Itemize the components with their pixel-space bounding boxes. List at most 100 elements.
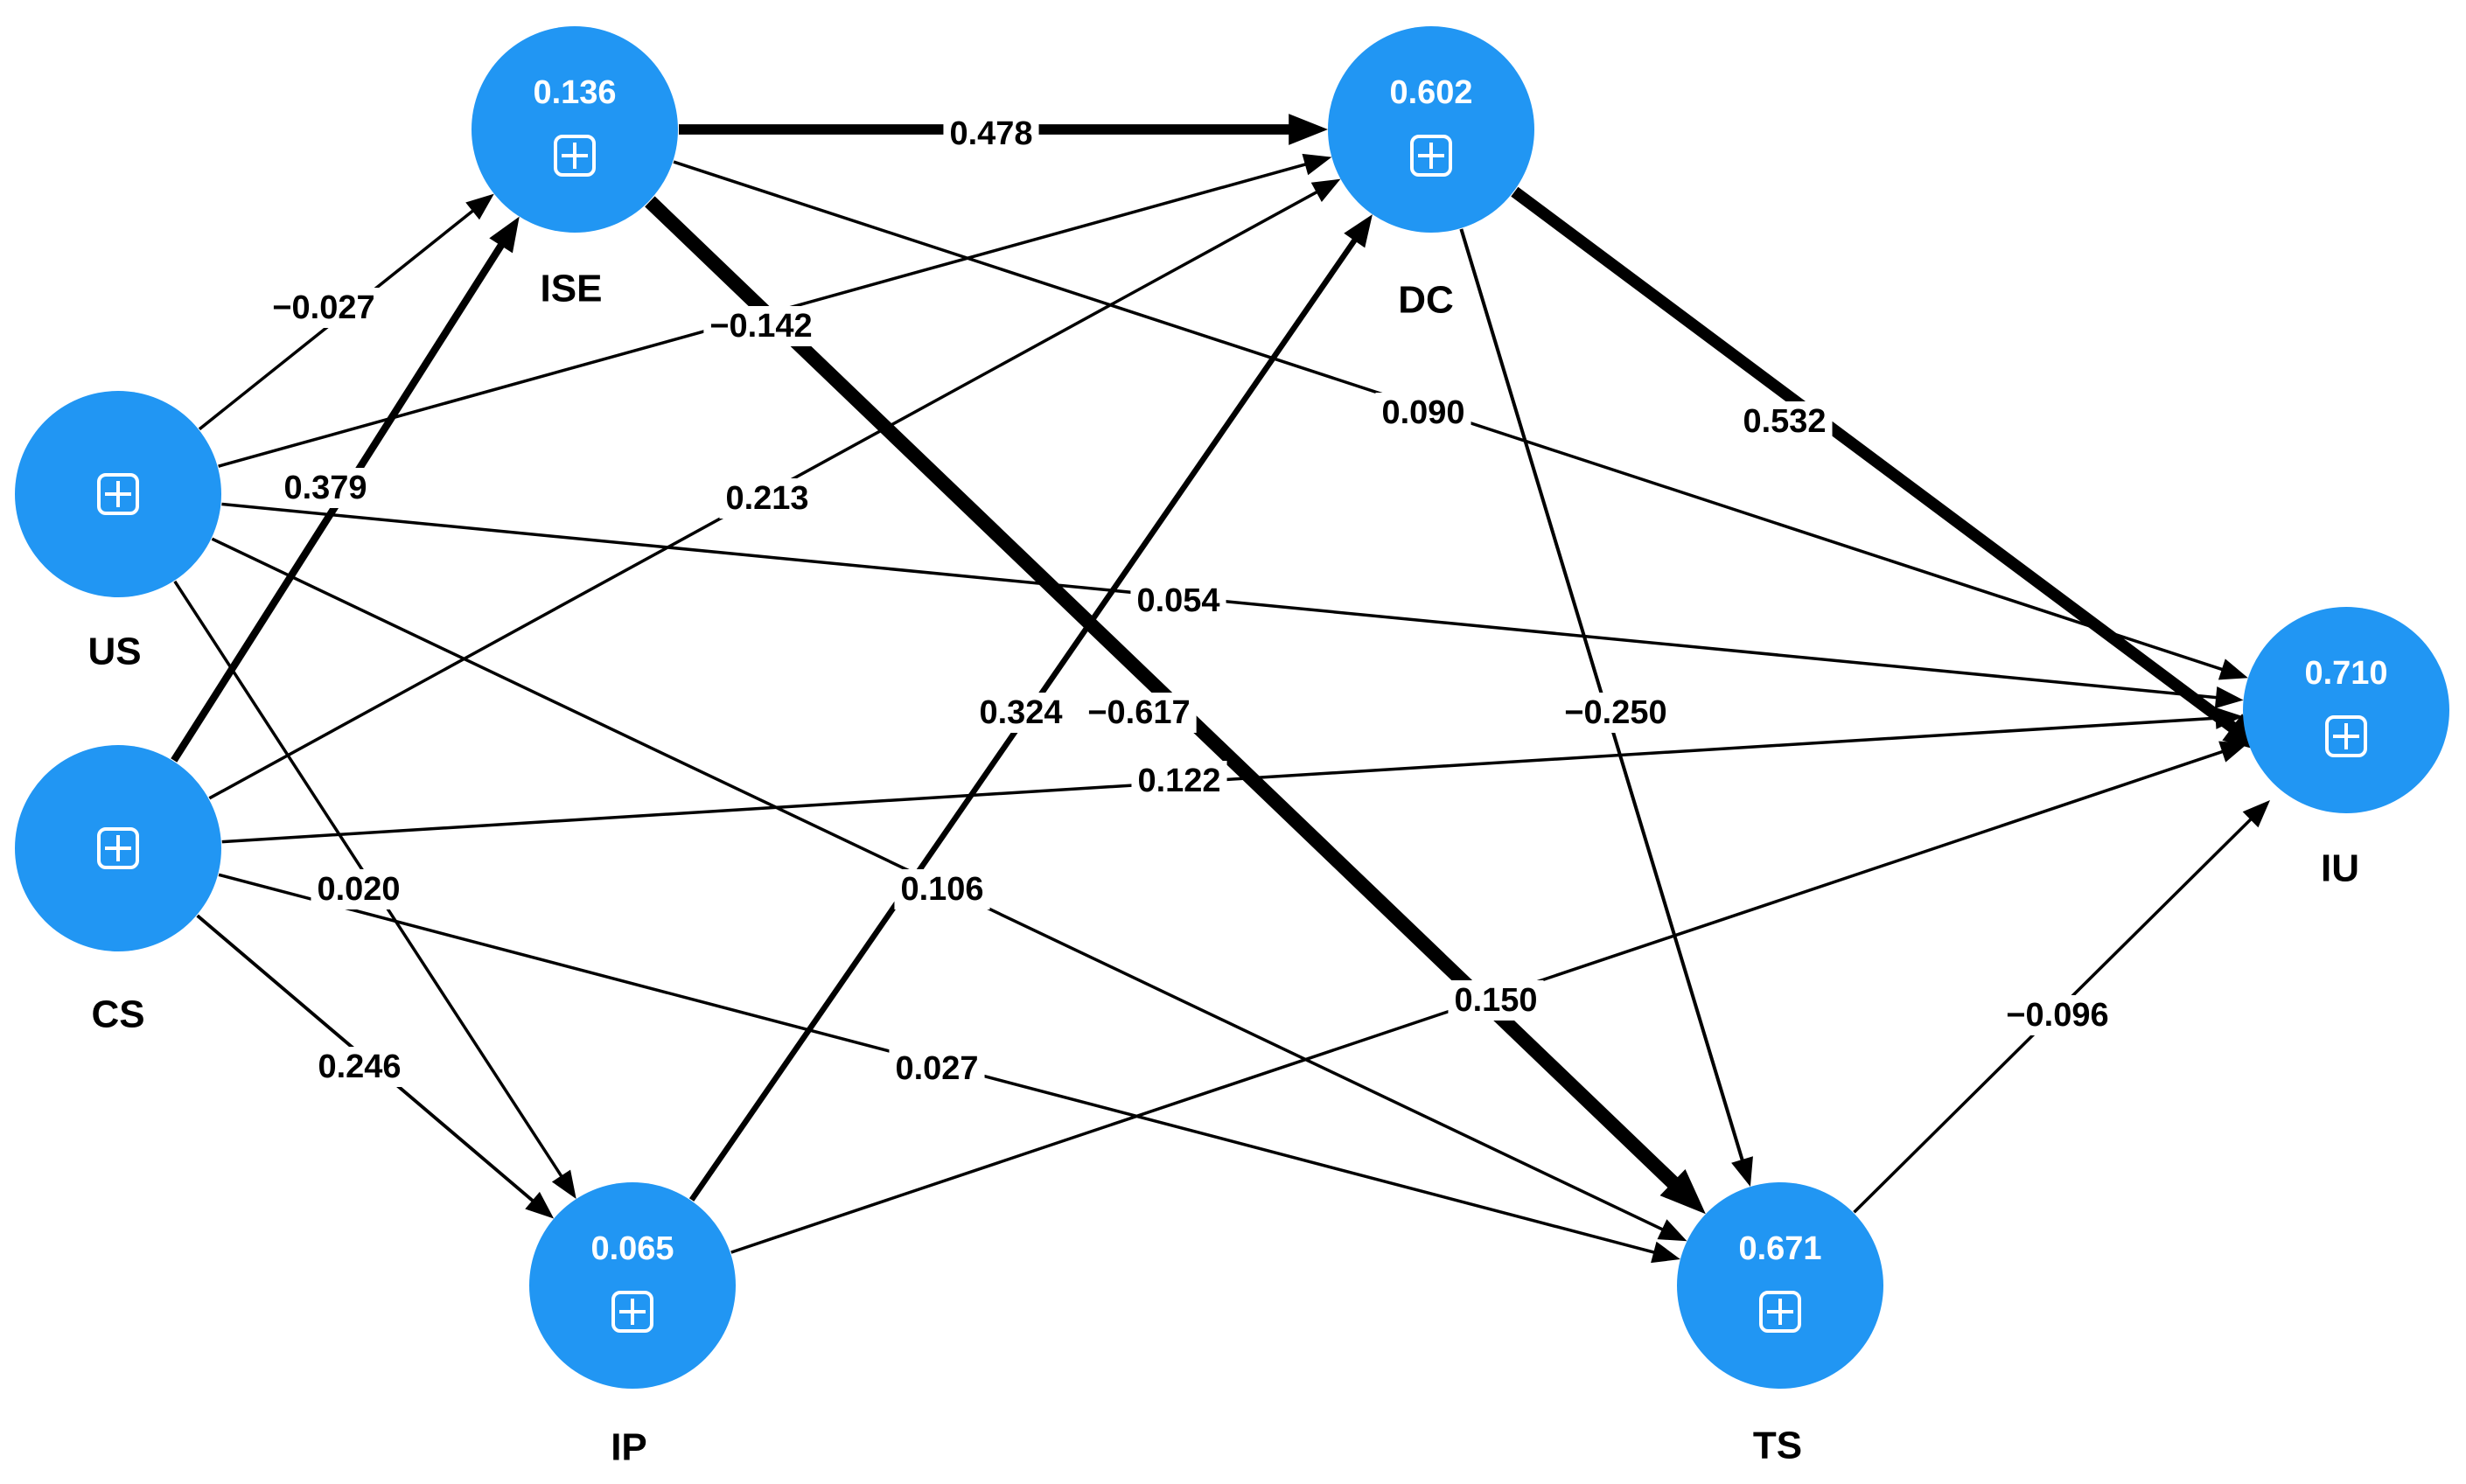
plus-box-icon: [1759, 1291, 1801, 1333]
coefficient-label-US-IU: 0.054: [1136, 582, 1219, 619]
r-squared-value-IU: 0.710: [2304, 655, 2387, 692]
latent-variable-US[interactable]: US: [15, 391, 221, 673]
node-circle-IU[interactable]: [2243, 607, 2449, 813]
coefficient-CS-to-IP: 0.246: [311, 1047, 408, 1087]
arrow-head-CS-TS: [1651, 1241, 1680, 1264]
node-circle-TS[interactable]: [1677, 1182, 1883, 1389]
expand-indicators-icon[interactable]: [97, 473, 139, 515]
coefficient-label-background: [703, 306, 819, 346]
coefficient-label-background: [889, 1049, 985, 1089]
coefficient-label-background: [1558, 693, 1673, 733]
r-squared-value-IP: 0.065: [590, 1230, 674, 1267]
arrow-head-US-IP: [551, 1169, 576, 1200]
coefficient-label-background: [277, 468, 374, 508]
node-label-IP: IP: [611, 1426, 647, 1469]
expand-indicators-icon[interactable]: [554, 135, 596, 177]
latent-variable-CS[interactable]: CS: [15, 745, 221, 1036]
node-label-CS: CS: [91, 993, 144, 1036]
coefficient-label-CS-ISE: 0.379: [283, 470, 367, 506]
r-squared-value-TS: 0.671: [1738, 1230, 1821, 1267]
coefficient-US-to-TS: 0.106: [894, 869, 990, 909]
coefficient-label-background: [1448, 980, 1544, 1021]
plus-box-icon: [611, 1291, 653, 1333]
coefficient-label-CS-IP: 0.246: [318, 1049, 401, 1085]
node-circle-DC[interactable]: [1328, 26, 1534, 233]
arrow-head-ISE-IU: [2218, 658, 2248, 680]
coefficient-label-background: [1081, 693, 1197, 733]
node-label-TS: TS: [1753, 1425, 1802, 1467]
expand-indicators-icon[interactable]: [1759, 1291, 1801, 1333]
plus-icon: [2333, 723, 2359, 749]
arrow-head-CS-ISE: [489, 216, 520, 254]
arrow-head-CS-IP: [525, 1191, 555, 1219]
plus-box-icon: [97, 827, 139, 869]
coefficient-label-ISE-IU: 0.090: [1381, 394, 1464, 431]
plus-icon: [562, 143, 588, 169]
coefficient-label-DC-IU: 0.532: [1743, 403, 1826, 440]
arrow-head-IP-DC: [1344, 214, 1373, 248]
coefficient-label-background: [894, 869, 990, 909]
arrow-head-ISE-DC: [1289, 114, 1328, 145]
r-squared-value-DC: 0.602: [1389, 74, 1472, 111]
arrow-head-TS-IU: [2242, 800, 2270, 828]
node-label-US: US: [87, 631, 141, 673]
path-DC-to-IU[interactable]: [1511, 186, 2266, 752]
coefficient-DC-to-IU: 0.532: [1736, 401, 1833, 442]
arrow-head-ISE-TS: [1659, 1168, 1706, 1215]
coefficient-label-background: [311, 869, 407, 909]
path-line-DC-IU[interactable]: [1511, 186, 2250, 742]
node-circle-IP[interactable]: [529, 1182, 736, 1389]
node-circle-ISE[interactable]: [472, 26, 678, 233]
coefficient-label-ISE-TS: −0.617: [1087, 694, 1190, 731]
plus-icon: [105, 835, 131, 861]
plus-icon: [105, 481, 131, 507]
coefficient-US-to-DC: −0.142: [703, 306, 819, 346]
coefficient-label-CS-DC: 0.213: [725, 480, 808, 517]
plus-icon: [1767, 1299, 1793, 1325]
coefficient-ISE-to-TS: −0.617: [1081, 693, 1197, 733]
coefficient-ISE-to-IU: 0.090: [1375, 393, 1471, 433]
coefficient-label-background: [311, 1047, 408, 1087]
coefficient-label-background: [973, 693, 1069, 733]
plus-box-icon: [1410, 135, 1452, 177]
node-label-DC: DC: [1398, 279, 1454, 322]
coefficient-IP-to-DC: 0.324: [973, 693, 1069, 733]
coefficient-label-background: [1375, 393, 1471, 433]
path-US-to-IU[interactable]: [221, 502, 2244, 709]
expand-indicators-icon[interactable]: [97, 827, 139, 869]
expand-indicators-icon[interactable]: [2325, 715, 2367, 757]
coefficient-label-background: [1736, 401, 1833, 442]
node-label-ISE: ISE: [541, 268, 603, 310]
arrow-head-US-IU: [2214, 686, 2244, 709]
path-CS-to-IU[interactable]: [221, 707, 2244, 844]
coefficient-label-background: [266, 288, 381, 328]
coefficient-label-background: [2000, 995, 2115, 1035]
paths-layer: [171, 114, 2270, 1264]
arrow-head-US-ISE: [465, 193, 494, 220]
arrow-head-DC-TS: [1731, 1156, 1753, 1188]
coefficient-label-ISE-DC: 0.478: [949, 115, 1032, 152]
arrow-head-IP-IU: [2218, 741, 2249, 763]
coefficient-label-background: [1130, 581, 1226, 621]
coefficient-DC-to-TS: −0.250: [1558, 693, 1673, 733]
coefficient-US-to-IP: 0.020: [311, 869, 407, 909]
coefficient-label-TS-IU: −0.096: [2006, 997, 2108, 1034]
coefficient-label-background: [719, 478, 815, 519]
coefficient-CS-to-IU: 0.122: [1131, 761, 1227, 801]
coefficient-label-CS-TS: 0.027: [895, 1050, 978, 1087]
plus-box-icon: [554, 135, 596, 177]
coefficient-label-US-TS: 0.106: [900, 871, 983, 908]
expand-indicators-icon[interactable]: [1410, 135, 1452, 177]
arrow-head-CS-DC: [1310, 178, 1341, 202]
coefficient-label-background: [943, 114, 1039, 154]
coefficient-label-US-DC: −0.142: [709, 308, 812, 345]
coefficient-label-US-ISE: −0.027: [272, 289, 374, 326]
expand-indicators-icon[interactable]: [611, 1291, 653, 1333]
